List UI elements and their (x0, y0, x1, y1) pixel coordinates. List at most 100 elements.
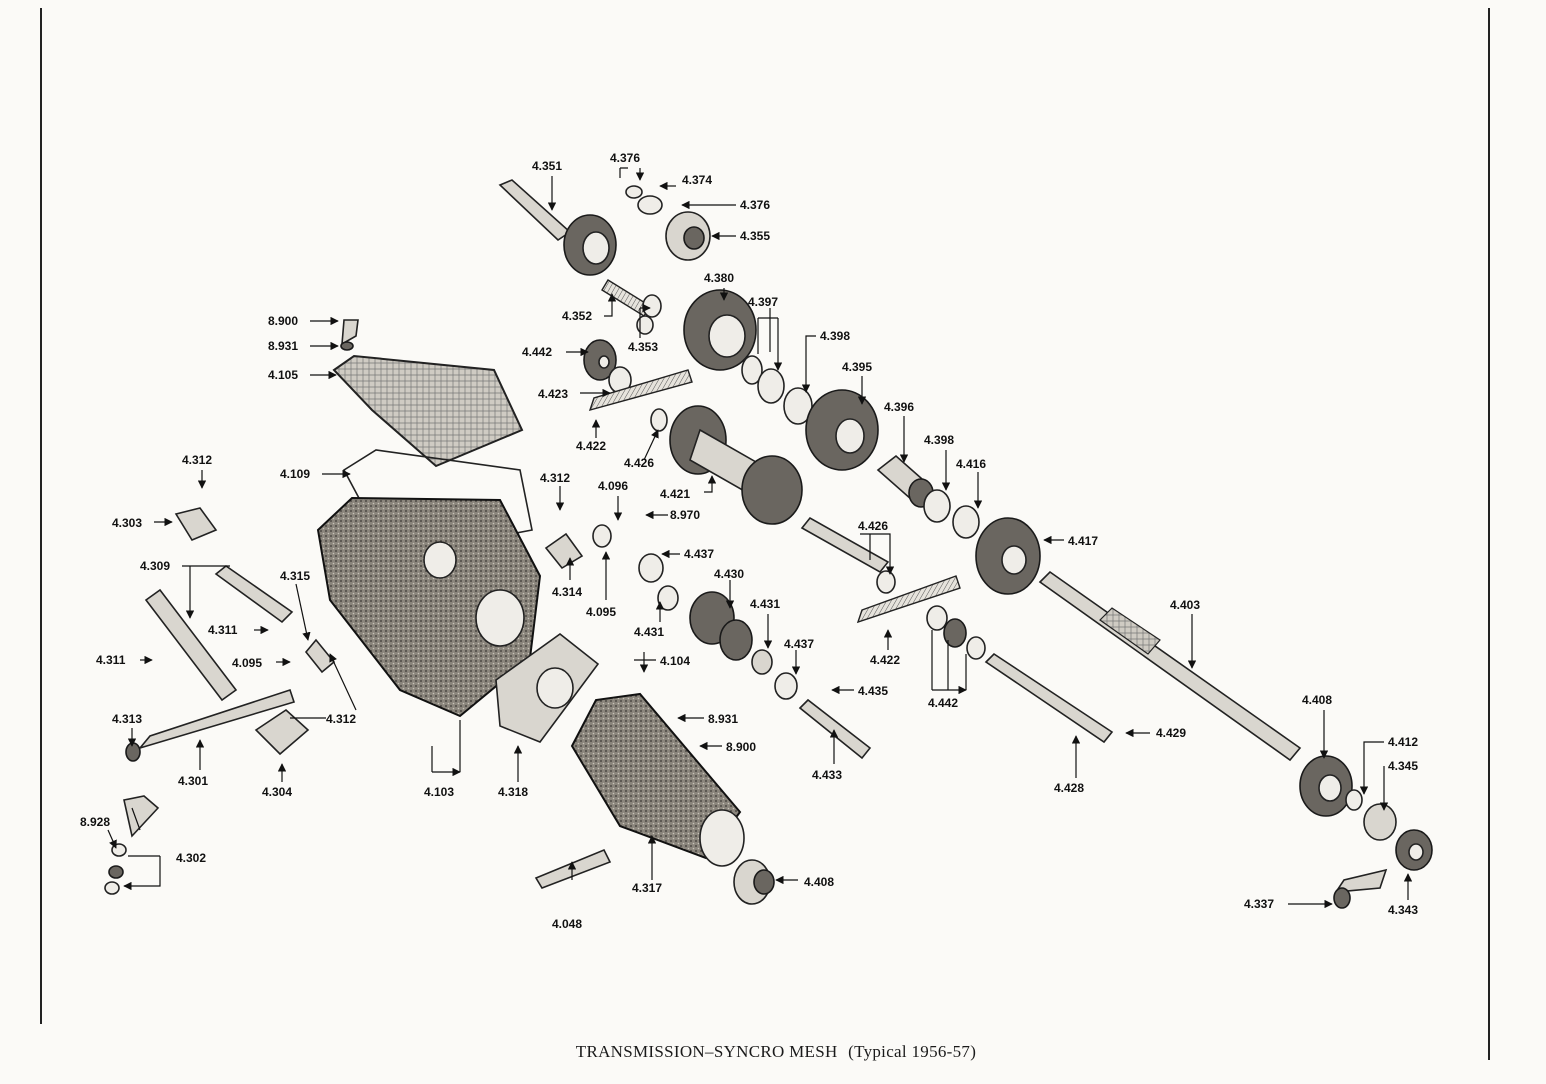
callout-4-429: 4.429 (1156, 726, 1186, 740)
callout-4-303: 4.303 (112, 516, 142, 530)
extension-housing-part-4317 (570, 692, 745, 867)
callout-4-301: 4.301 (178, 774, 208, 788)
callout-4-351: 4.351 (532, 159, 562, 173)
callout-4-103: 4.103 (424, 785, 454, 799)
bearing-part-4355 (625, 185, 711, 261)
needle-rollers-part-4352 (601, 279, 651, 317)
callout-4-403: 4.403 (1170, 598, 1200, 612)
callout-4-312-center: 4.312 (540, 471, 570, 485)
caption-subtitle: (Typical 1956-57) (848, 1042, 977, 1061)
sleeve-part-4396 (876, 454, 980, 539)
callout-8-900-top: 8.900 (268, 314, 298, 328)
callout-4-431-right: 4.431 (750, 597, 780, 611)
callout-4-345: 4.345 (1388, 759, 1418, 773)
lever-part-4048 (534, 848, 612, 889)
callout-4-398-mid: 4.398 (924, 433, 954, 447)
callout-8-931-top: 8.931 (268, 339, 298, 353)
right-margin-rule (1488, 8, 1490, 1060)
callout-4-337: 4.337 (1244, 897, 1274, 911)
callout-4-398-top: 4.398 (820, 329, 850, 343)
callout-4-431-left: 4.431 (634, 625, 664, 639)
callout-4-314: 4.314 (552, 585, 582, 599)
leader-lines (107, 167, 1413, 909)
callout-labels: 4.351 4.376 4.374 4.376 4.355 4.380 4.35… (80, 151, 1418, 931)
callout-4-408-lower: 4.408 (804, 875, 834, 889)
callout-4-408-right: 4.408 (1302, 693, 1332, 707)
speedometer-fitting-part-4337 (1333, 868, 1388, 909)
callout-4-395: 4.395 (842, 360, 872, 374)
callout-4-355: 4.355 (740, 229, 770, 243)
figure-caption: TRANSMISSION–SYNCRO MESH (Typical 1956-5… (0, 1042, 1546, 1062)
callout-4-426-right: 4.426 (858, 519, 888, 533)
washers-part-4442b (926, 605, 986, 660)
callout-4-315: 4.315 (280, 569, 310, 583)
callout-4-104: 4.104 (660, 654, 690, 668)
callout-4-095-left: 4.095 (232, 656, 262, 670)
callout-4-376-top: 4.376 (610, 151, 640, 165)
callout-4-435: 4.435 (858, 684, 888, 698)
transmission-case-part (316, 496, 542, 718)
callout-4-433: 4.433 (812, 768, 842, 782)
callout-4-311-lower: 4.311 (96, 653, 126, 667)
callout-4-353: 4.353 (628, 340, 658, 354)
callout-4-352: 4.352 (562, 309, 592, 323)
callout-4-396: 4.396 (884, 400, 914, 414)
caption-title: TRANSMISSION–SYNCRO MESH (575, 1042, 838, 1061)
callout-4-374: 4.374 (682, 173, 712, 187)
callout-4-313: 4.313 (112, 712, 142, 726)
callout-8-970: 8.970 (670, 508, 700, 522)
callout-4-430: 4.430 (714, 567, 744, 581)
input-shaft-part (498, 179, 617, 276)
bushing-part-4431b (751, 649, 798, 700)
callout-4-312-lower: 4.312 (326, 712, 356, 726)
needle-rollers-part-4422 (856, 575, 961, 624)
fork-parts-left (104, 507, 612, 895)
thrust-washer-part-4442 (583, 339, 632, 394)
callout-4-437-right: 4.437 (784, 637, 814, 651)
callout-4-397: 4.397 (748, 295, 778, 309)
callout-4-302: 4.302 (176, 851, 206, 865)
callout-8-931-lower: 8.931 (708, 712, 738, 726)
plate-part-4318 (495, 632, 600, 743)
bearing-part-4408b (1299, 755, 1363, 817)
callout-8-928: 8.928 (80, 815, 110, 829)
callout-4-096: 4.096 (598, 479, 628, 493)
callout-4-442-lower: 4.442 (928, 696, 958, 710)
gear-part-4417 (975, 517, 1041, 595)
callout-4-380: 4.380 (704, 271, 734, 285)
callout-4-105: 4.105 (268, 368, 298, 382)
callout-4-048: 4.048 (552, 917, 582, 931)
callout-4-421: 4.421 (660, 487, 690, 501)
bushing-part-4408a (733, 859, 775, 905)
callout-4-423: 4.423 (538, 387, 568, 401)
callout-4-428: 4.428 (1054, 781, 1084, 795)
callout-4-417: 4.417 (1068, 534, 1098, 548)
callout-4-317: 4.317 (632, 881, 662, 895)
callout-4-318: 4.318 (498, 785, 528, 799)
cover-part-4105 (332, 319, 524, 468)
callout-4-412: 4.412 (1388, 735, 1418, 749)
callout-4-426-left: 4.426 (624, 456, 654, 470)
needle-rollers-part-4423 (588, 369, 693, 412)
callout-4-422-top: 4.422 (576, 439, 606, 453)
callout-4-442-top: 4.442 (522, 345, 552, 359)
cluster-gear-part-4421 (650, 405, 803, 525)
callout-4-311-upper: 4.311 (208, 623, 238, 637)
callout-4-309: 4.309 (140, 559, 170, 573)
reverse-gear-part-4395 (805, 389, 879, 471)
callout-4-304: 4.304 (262, 785, 292, 799)
bushing-part-4345 (1363, 803, 1433, 871)
callout-4-343: 4.343 (1388, 903, 1418, 917)
left-margin-rule (40, 8, 42, 1024)
gear-part-4430 (638, 553, 753, 661)
idler-shaft-part-4433 (798, 698, 872, 760)
callout-4-095-center: 4.095 (586, 605, 616, 619)
rings-part-4397 (741, 355, 813, 425)
callout-4-109: 4.109 (280, 467, 310, 481)
callout-4-437-top: 4.437 (684, 547, 714, 561)
callout-8-900-lower: 8.900 (726, 740, 756, 754)
shaft-part-4428 (984, 652, 1114, 744)
callout-4-376-right: 4.376 (740, 198, 770, 212)
callout-4-416: 4.416 (956, 457, 986, 471)
